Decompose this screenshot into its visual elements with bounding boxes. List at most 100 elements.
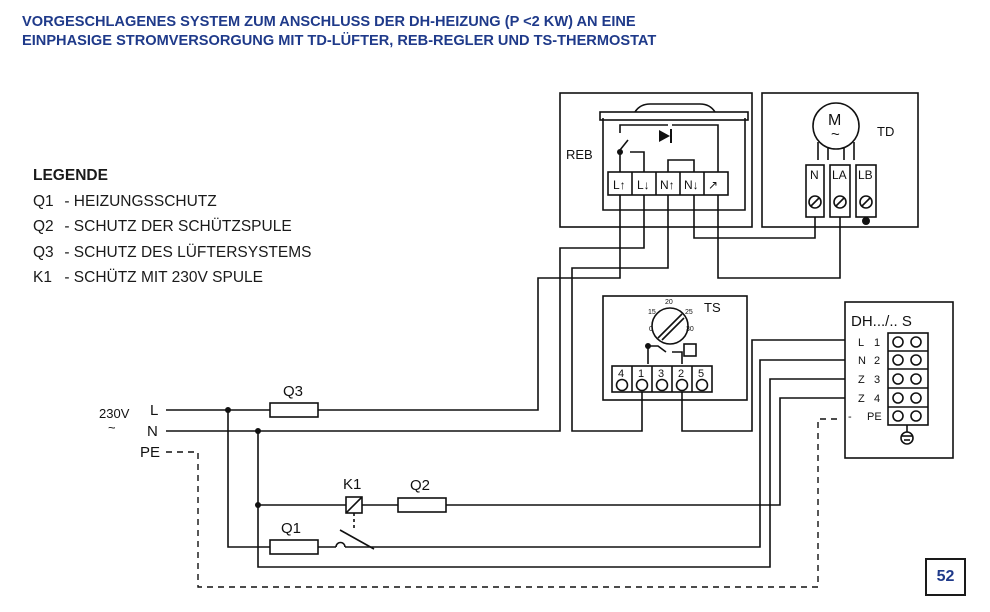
legend-code: Q2 <box>33 218 54 235</box>
q2-fuse <box>397 497 447 513</box>
title-line-2: EINPHASIGE STROMVERSORGUNG MIT TD-LÜFTER… <box>22 33 657 49</box>
ts-box <box>602 295 748 401</box>
ts-dial-label: 0 <box>649 326 653 333</box>
junction-dot <box>225 407 231 413</box>
dh-row-num: 4 <box>874 393 880 405</box>
dh-row-name: - <box>848 411 852 423</box>
dh-label: DH.../.. S <box>851 313 912 330</box>
diode-icon <box>659 130 670 142</box>
supply-n: N <box>147 423 158 440</box>
reb-housing <box>602 118 746 211</box>
legend-item: Q3 - SCHUTZ DES LÜFTERSYSTEMS <box>33 240 311 266</box>
dh-row-name: L <box>858 337 864 349</box>
legend-title: LEGENDE <box>33 167 108 184</box>
td-motor-symbol: ~ <box>831 126 840 143</box>
q2-label: Q2 <box>410 477 430 494</box>
q3-fuse <box>269 402 319 418</box>
legend-item: Q1 - HEIZUNGSSCHUTZ <box>33 189 311 215</box>
ts-dial-label: 15 <box>648 309 656 316</box>
td-motor-leads <box>817 142 855 160</box>
legend-code: K1 <box>33 269 52 286</box>
junction-dot <box>617 149 623 155</box>
ts-switch-wire <box>647 345 683 364</box>
legend: LEGENDE Q1 - HEIZUNGSSCHUTZ Q2 - SCHUTZ … <box>33 163 311 291</box>
title-line-1: VORGESCHLAGENES SYSTEM ZUM ANSCHLUSS DER… <box>22 14 636 30</box>
junction-dot <box>255 428 261 434</box>
ts-dial-label: 25 <box>685 309 693 316</box>
legend-text: - HEIZUNGSSCHUTZ <box>64 192 217 210</box>
ts-dial-label: 20 <box>665 299 673 306</box>
dh-row-num: 1 <box>874 337 880 349</box>
reb-terminal-label: N↑ <box>660 178 675 192</box>
dh-terminal-block <box>887 332 929 426</box>
legend-item: K1 - SCHÜTZ MIT 230V SPULE <box>33 265 311 291</box>
dh-row-num: 2 <box>874 355 880 367</box>
q1-contact <box>335 541 346 548</box>
supply-pe: PE <box>140 444 160 461</box>
dh-row-name: Z <box>858 393 865 405</box>
td-motor-label: M <box>828 112 841 129</box>
supply-voltage: 230V <box>99 406 130 421</box>
reb-wire <box>630 151 645 172</box>
td-terminal-label: LA <box>832 168 847 182</box>
reb-switch <box>619 139 629 151</box>
wire-l-to-reb <box>166 195 621 411</box>
ts-terminal-label: 4 <box>618 368 624 380</box>
wire-n-to-dh-z3 <box>257 378 845 568</box>
wire-q1-to-dh-n <box>345 359 845 548</box>
k1-contact <box>339 529 375 550</box>
td-motor <box>812 102 860 150</box>
ts-terminal-label: 2 <box>678 368 684 380</box>
td-terminal-label: N <box>810 168 819 182</box>
wire-reb-to-td-n <box>693 195 816 239</box>
wire-reb-to-td-la <box>717 195 841 279</box>
reb-label: REB <box>566 147 593 162</box>
ts-terminal-label: 5 <box>698 368 704 380</box>
reb-terminal-label: N↓ <box>684 178 699 192</box>
ts-terminal-label: 3 <box>658 368 664 380</box>
junction-dot <box>255 502 261 508</box>
ts-terminal-label: 1 <box>638 368 644 380</box>
td-terminal-label: LB <box>858 168 873 182</box>
wire-l-to-q1 <box>227 410 336 548</box>
legend-text: - SCHUTZ DES LÜFTERSYSTEMS <box>64 243 312 261</box>
dh-box <box>844 301 954 459</box>
td-label: TD <box>877 124 894 139</box>
reb-box <box>559 92 753 228</box>
reb-top-rail <box>599 111 749 121</box>
dh-row-name: Z <box>858 374 865 386</box>
wire-ts-to-dh-l <box>681 339 845 432</box>
ts-dial-label: 30 <box>686 326 694 333</box>
ts-dial <box>651 307 689 345</box>
reb-terminal-label: ↗ <box>708 178 718 192</box>
reb-knob <box>634 103 716 113</box>
legend-item: Q2 - SCHUTZ DER SCHÜTZSPULE <box>33 214 311 240</box>
reb-wire <box>619 124 719 172</box>
junction-dot <box>645 343 651 349</box>
diagram-title: VORGESCHLAGENES SYSTEM ZUM ANSCHLUSS DER… <box>22 13 962 51</box>
dh-row-num: 3 <box>874 374 880 386</box>
q3-label: Q3 <box>283 383 303 400</box>
ts-sensor <box>683 343 697 357</box>
wire-reb-n-to-ts <box>571 195 669 432</box>
reb-terminal-label: L↓ <box>637 178 650 192</box>
dh-row-num: PE <box>867 411 882 423</box>
reb-terminal-label: L↑ <box>613 178 626 192</box>
wire-k1-to-dh-z4 <box>258 397 845 506</box>
q1-fuse <box>269 539 319 555</box>
wire-pe <box>166 418 840 588</box>
q1-label: Q1 <box>281 520 301 537</box>
ts-terminal-block <box>611 365 713 393</box>
supply-ac: ~ <box>108 420 116 435</box>
k1-coil <box>345 496 363 514</box>
page-number: 52 <box>925 558 966 596</box>
reb-wire <box>667 159 695 172</box>
wire-n-to-reb <box>166 195 645 432</box>
ground-icon <box>900 431 914 445</box>
ts-label: TS <box>704 300 721 315</box>
k1-label: K1 <box>343 476 361 493</box>
legend-text: - SCHÜTZ MIT 230V SPULE <box>64 269 263 286</box>
supply-l: L <box>150 402 158 419</box>
dh-row-name: N <box>858 355 866 367</box>
